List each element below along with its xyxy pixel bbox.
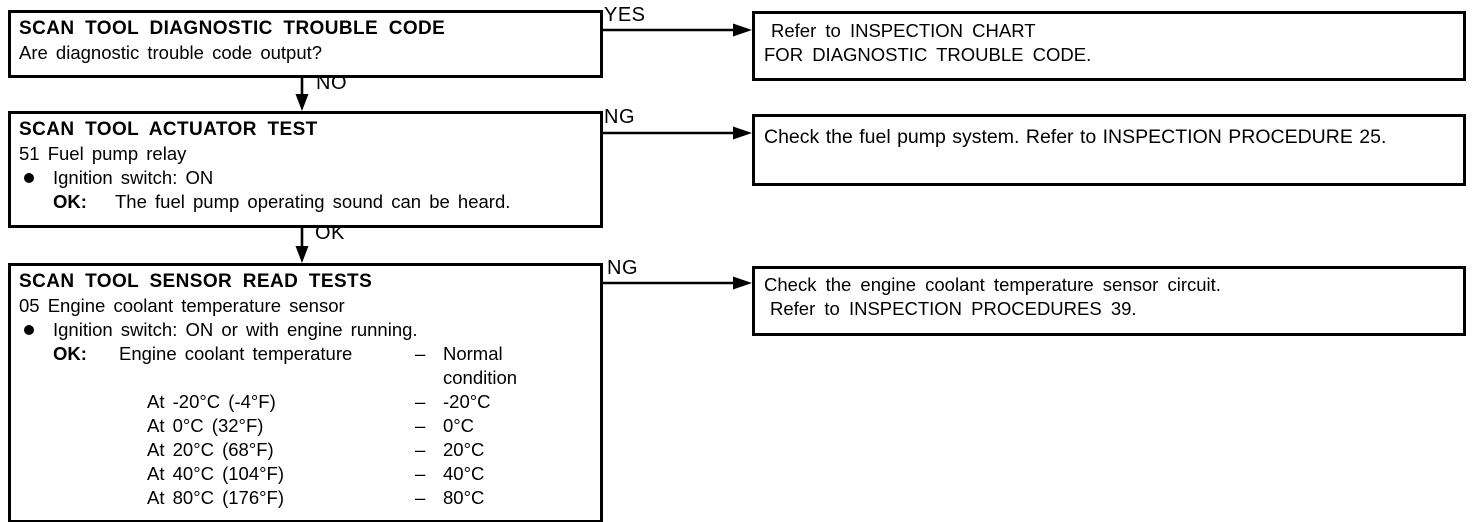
step1-question-line: Are diagnostic trouble code output? <box>11 41 600 65</box>
result3-coolant-sensor-box: Check the engine coolant temperature sen… <box>752 266 1466 336</box>
step3-ok-value-line2: condition <box>11 366 600 390</box>
result1-line1: Refer to INSPECTION CHART <box>771 20 1036 41</box>
ng1-arrowhead-icon <box>733 126 752 140</box>
temp-value: 80°C <box>443 487 485 508</box>
temp-value: -20°C <box>443 391 491 412</box>
temp-dash: – <box>415 487 426 508</box>
step3-ok-value-bottom: condition <box>443 367 518 388</box>
result3-line2-wrap: Refer to INSPECTION PROCEDURES 39. <box>755 297 1463 321</box>
ng2-branch-label: NG <box>607 257 638 279</box>
result3-line2: Refer to INSPECTION PROCEDURES 39. <box>770 298 1137 319</box>
temp-row: At -20°C (-4°F) – -20°C <box>11 390 600 414</box>
temp-dash: – <box>415 463 426 484</box>
temp-condition: At -20°C (-4°F) <box>147 391 276 412</box>
temp-condition: At 80°C (176°F) <box>147 487 284 508</box>
result2-fuel-pump-box: Check the fuel pump system. Refer to INS… <box>752 114 1466 186</box>
temp-row: At 0°C (32°F) – 0°C <box>11 414 600 438</box>
temp-value: 40°C <box>443 463 485 484</box>
ng2-arrowhead-icon <box>733 276 752 290</box>
step3-sensor-read-tests-box: SCAN TOOL SENSOR READ TESTS 05 Engine co… <box>8 263 603 522</box>
bullet-icon <box>24 325 34 335</box>
result2-line1: Check the fuel pump system. Refer to INS… <box>764 126 1387 148</box>
result1-line1-wrap: Refer to INSPECTION CHART <box>755 19 1463 43</box>
temp-value: 20°C <box>443 439 485 460</box>
result3-line1-wrap: Check the engine coolant temperature sen… <box>755 273 1463 297</box>
temp-row: At 40°C (104°F) – 40°C <box>11 462 600 486</box>
step3-ok-label: OK: <box>53 343 87 364</box>
step3-item: 05 Engine coolant temperature sensor <box>19 295 345 316</box>
step2-ok-text: The fuel pump operating sound can be hea… <box>115 191 511 212</box>
step2-ok-label: OK: <box>53 191 87 212</box>
step3-title: SCAN TOOL SENSOR READ TESTS <box>19 271 373 292</box>
temp-row: At 20°C (68°F) – 20°C <box>11 438 600 462</box>
step3-ok-text: Engine coolant temperature <box>119 343 353 364</box>
ok-arrowhead-icon <box>295 246 309 263</box>
temp-row: At 80°C (176°F) – 80°C <box>11 486 600 510</box>
result1-line2-wrap: FOR DIAGNOSTIC TROUBLE CODE. <box>755 43 1463 67</box>
temp-condition: At 20°C (68°F) <box>147 439 274 460</box>
step1-question: Are diagnostic trouble code output? <box>19 42 323 63</box>
step2-title-line: SCAN TOOL ACTUATOR TEST <box>11 118 600 142</box>
result2-line1-wrap: Check the fuel pump system. Refer to INS… <box>755 125 1463 149</box>
temp-condition: At 40°C (104°F) <box>147 463 284 484</box>
temp-value: 0°C <box>443 415 475 436</box>
step3-bullet-line: Ignition switch: ON or with engine runni… <box>11 318 600 342</box>
step3-ok-value-top: Normal <box>443 343 503 364</box>
step1-diagnostic-trouble-code-box: SCAN TOOL DIAGNOSTIC TROUBLE CODE Are di… <box>8 10 603 78</box>
result3-line1: Check the engine coolant temperature sen… <box>764 274 1221 295</box>
step2-bullet-line: Ignition switch: ON <box>11 166 600 190</box>
yes-branch-label: YES <box>604 4 646 26</box>
step2-bullet-text: Ignition switch: ON <box>53 167 214 188</box>
step2-item: 51 Fuel pump relay <box>19 143 187 164</box>
step1-title-line: SCAN TOOL DIAGNOSTIC TROUBLE CODE <box>11 17 600 41</box>
temp-dash: – <box>415 391 426 412</box>
step3-ok-line: OK: Engine coolant temperature – Normal <box>11 342 600 366</box>
step2-ok-line: OK: The fuel pump operating sound can be… <box>11 190 600 214</box>
step1-title: SCAN TOOL DIAGNOSTIC TROUBLE CODE <box>19 18 446 39</box>
step3-bullet-text: Ignition switch: ON or with engine runni… <box>53 319 418 340</box>
temp-dash: – <box>415 439 426 460</box>
ng1-branch-label: NG <box>604 106 635 128</box>
step3-title-line: SCAN TOOL SENSOR READ TESTS <box>11 270 600 294</box>
step3-item-line: 05 Engine coolant temperature sensor <box>11 294 600 318</box>
step2-actuator-test-box: SCAN TOOL ACTUATOR TEST 51 Fuel pump rel… <box>8 111 603 228</box>
step2-item-line: 51 Fuel pump relay <box>11 142 600 166</box>
result1-inspection-chart-box: Refer to INSPECTION CHART FOR DIAGNOSTIC… <box>752 11 1466 81</box>
step3-ok-dash: – <box>415 343 426 364</box>
yes-arrowhead-icon <box>733 23 752 37</box>
temp-dash: – <box>415 415 426 436</box>
no-arrowhead-icon <box>295 94 309 111</box>
step2-title: SCAN TOOL ACTUATOR TEST <box>19 119 318 140</box>
bullet-icon <box>24 173 34 183</box>
result1-line2: FOR DIAGNOSTIC TROUBLE CODE. <box>764 44 1092 65</box>
temp-condition: At 0°C (32°F) <box>147 415 264 436</box>
